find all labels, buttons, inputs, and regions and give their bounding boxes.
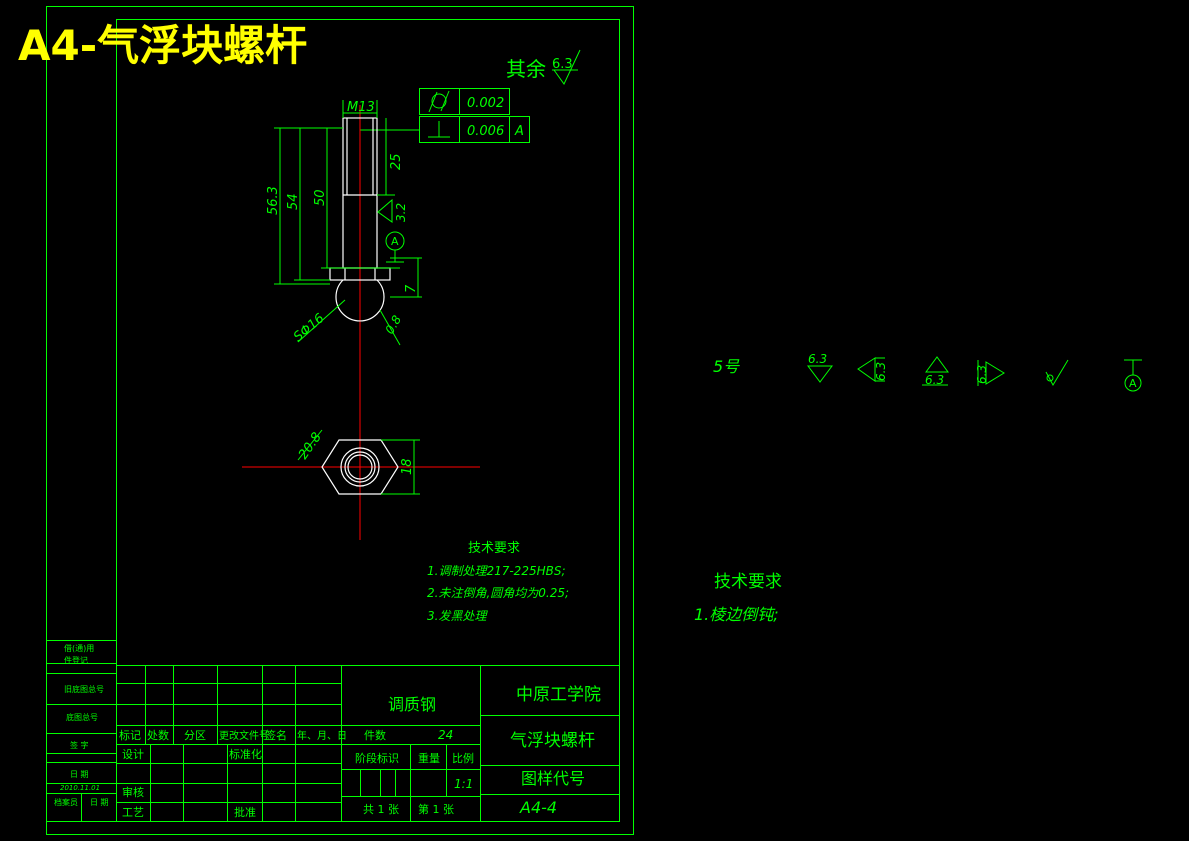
leader-line [359, 118, 419, 131]
scale-value: 1:1 [454, 777, 473, 791]
scale-label: 比例 [452, 751, 474, 765]
surface-finish-icon [552, 49, 581, 85]
tolerance-frame-perpendicularity: 0.006 A [419, 116, 530, 143]
drawing-no-label: 图样代号 [521, 769, 585, 788]
drawing-no: A4-4 [519, 798, 557, 817]
rev-header-zone: 分区 [184, 729, 206, 742]
datum-label: A [391, 235, 399, 248]
roughness-symbol-right: 6.3 [975, 360, 1005, 386]
dim-ra-shank: 3.2 [394, 203, 408, 222]
roughness-shank-icon [377, 198, 393, 223]
perpendicularity-value: 0.006 [467, 124, 504, 139]
strip-text-1: 借(通)用 [64, 643, 94, 653]
dim-sphere: SΦ16 [291, 311, 327, 345]
strip-text-9: 日 期 [90, 798, 109, 807]
dim-hex-flats: 18 [400, 458, 415, 475]
dim-hex-corners: 20.8 [296, 430, 325, 462]
stage-label: 阶段标识 [355, 751, 399, 765]
dim-7: 7 [404, 284, 419, 293]
svg-text:6.3: 6.3 [925, 373, 944, 387]
surface-finish-value: 6.3 [552, 57, 573, 72]
part-name: 气浮块螺杆 [510, 731, 595, 751]
strip-text-7: 2010.11.01 [60, 784, 100, 792]
school-name: 中原工学院 [516, 685, 601, 705]
dim-25: 25 [389, 153, 404, 170]
rev-header-doc: 更改文件号 [219, 729, 269, 742]
perpendicularity-icon [428, 121, 450, 138]
cylindricity-icon [431, 93, 447, 109]
dim-56-3: 56.3 [266, 186, 281, 215]
roughness-symbol-up: 6.3 [922, 356, 949, 387]
dim-thread: M13 [347, 100, 375, 115]
surface-finish-note: 其余 [506, 57, 546, 81]
roughness-symbol-left: 6.3 [857, 357, 888, 382]
rev-header-mark: 标记 [119, 728, 141, 742]
strip-text-5: 签 字 [70, 740, 89, 750]
dim-54: 54 [286, 193, 301, 210]
dimension-lines [274, 100, 422, 495]
strip-text-4: 底图总号 [66, 712, 98, 722]
strip-text-6: 日 期 [70, 770, 89, 779]
drawing-title: A4-气浮块螺杆 [18, 21, 307, 70]
left-strip: 借(通)用 件登记 旧底图总号 底图总号 签 字 日 期 2010.11.01 … [46, 640, 117, 822]
side-tech-item: 1.棱边倒钝; [694, 605, 779, 624]
material: 调质钢 [388, 695, 436, 714]
tolerance-frame-cylindricity: 0.002 [419, 88, 510, 115]
side-label-5: 5号 [713, 357, 740, 376]
standardize-label: 标准化 [229, 747, 262, 761]
tech-req-item-3: 3.发黑处理 [427, 609, 488, 623]
strip-text-8: 档案员 [54, 797, 78, 807]
dim-ra-ball: 0.8 [382, 313, 404, 337]
review-label: 审核 [122, 785, 144, 799]
datum-symbol-legend: A [1124, 359, 1142, 392]
title-block [116, 665, 620, 822]
svg-text:A: A [1129, 377, 1137, 390]
strip-text-3: 旧底图总号 [64, 684, 104, 694]
qty-label: 件数 [364, 729, 386, 742]
qty-value: 24 [438, 728, 453, 742]
datum-symbol: A [385, 231, 405, 263]
sheets-count: 共 1 张 [363, 803, 399, 816]
perpendicularity-datum: A [514, 124, 524, 139]
weight-label: 重量 [418, 751, 440, 765]
symbol-legend: 6.3 6.3 6.3 6.3 A [807, 352, 1142, 392]
cylindricity-value: 0.002 [467, 96, 504, 111]
rev-header-date: 年、月、日 [297, 729, 347, 742]
side-tech-heading: 技术要求 [714, 572, 782, 592]
strip-text-2: 件登记 [64, 655, 88, 665]
svg-text:6.3: 6.3 [975, 365, 989, 384]
outer-frame [46, 6, 634, 835]
rev-header-sign: 签名 [265, 728, 287, 742]
dim-50: 50 [313, 189, 328, 206]
roughness-symbol-small [1045, 359, 1069, 387]
tech-req-item-1: 1.调制处理217-225HBS; [427, 564, 566, 578]
roughness-symbol-down: 6.3 [807, 352, 833, 383]
svg-text:6.3: 6.3 [808, 352, 827, 366]
svg-text:6.3: 6.3 [874, 362, 888, 381]
tech-req-item-2: 2.未注倒角,圆角均为0.25; [427, 586, 569, 600]
rev-header-count: 处数 [147, 729, 169, 742]
process-label: 工艺 [122, 806, 144, 819]
design-label: 设计 [122, 748, 144, 761]
approve-label: 批准 [234, 805, 256, 819]
tech-req-heading: 技术要求 [468, 541, 520, 556]
sheet-number: 第 1 张 [418, 802, 454, 816]
